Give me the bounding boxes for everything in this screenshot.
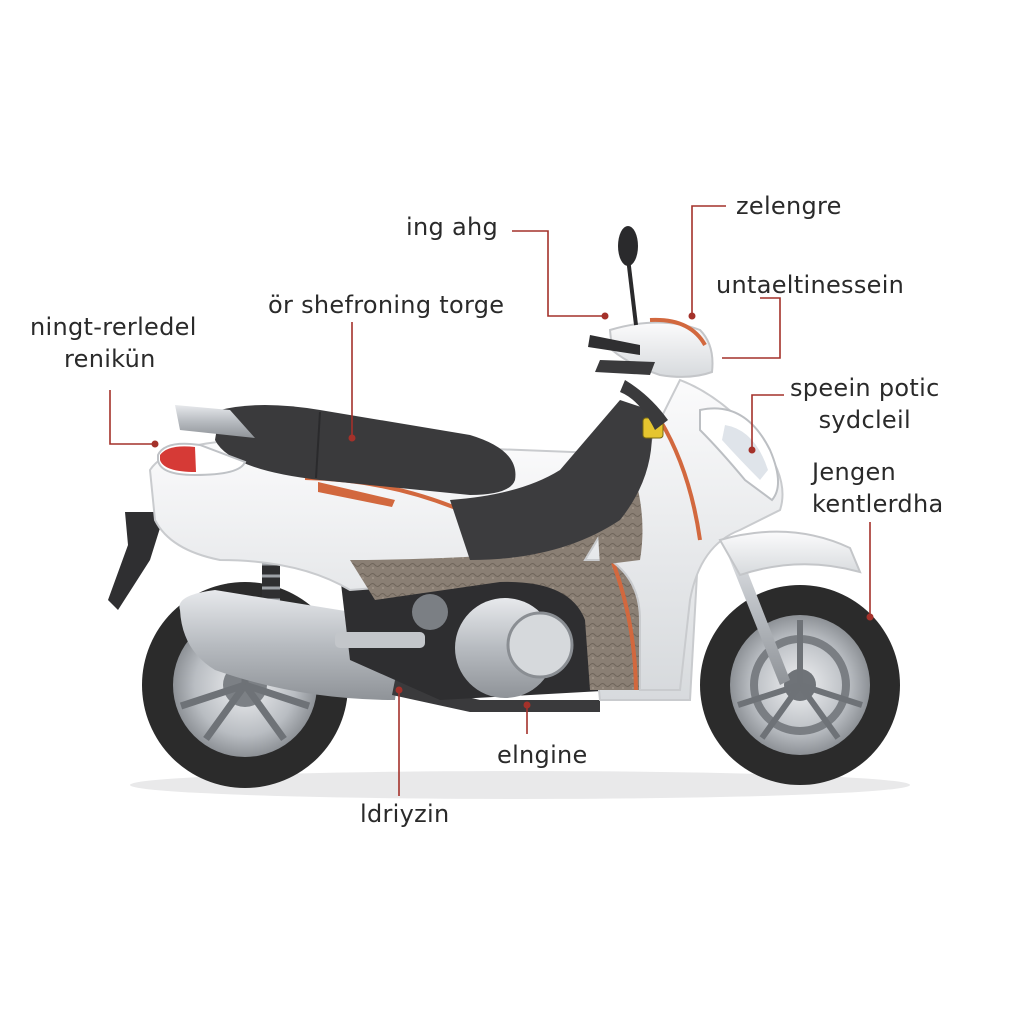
label-windscreen: untaeltinessein <box>716 271 905 299</box>
label-headlight-line1: speein potic <box>790 374 940 402</box>
headlight-lens <box>722 425 768 480</box>
rear-mudguard <box>108 512 165 610</box>
label-headlight: speein potic sydcleil <box>790 372 940 436</box>
label-headlight-line2: sydcleil <box>818 406 911 434</box>
brake-lever <box>595 360 655 375</box>
mirror-stem <box>626 257 638 326</box>
label-engine: elngine <box>497 741 588 769</box>
ground-shadow <box>130 771 910 799</box>
handlebar-grip <box>588 335 640 355</box>
label-exhaust: ldriyzin <box>360 800 450 828</box>
front-fork <box>725 540 790 685</box>
label-seat: ör shefroning torge <box>268 291 505 319</box>
accent-stripe <box>658 418 702 541</box>
textured-floor-panel <box>350 512 660 690</box>
leader-lines <box>109 205 874 796</box>
grab-rail <box>175 405 255 438</box>
front-mudguard <box>718 530 862 577</box>
mirror-head <box>618 226 638 266</box>
exhaust-muffler <box>179 590 400 700</box>
label-front-wheel-line1: Jengen <box>812 458 897 486</box>
inner-frame <box>450 400 652 560</box>
label-mirror: ing ahg <box>406 213 498 241</box>
label-rear-light: ningt-rerledel renikün <box>30 311 197 375</box>
front-wheel <box>700 585 900 785</box>
seat <box>215 405 516 495</box>
engine-block <box>335 560 620 700</box>
body-decal <box>318 482 395 507</box>
exhaust-pipe <box>392 680 600 712</box>
label-front-wheel: Jengen kentlerdha <box>812 456 943 520</box>
steering-column <box>620 380 668 430</box>
label-rear-light-line2: renikün <box>64 345 156 373</box>
label-rear-light-line1: ningt-rerledel <box>30 313 197 341</box>
accent-stripe <box>610 559 638 691</box>
label-headset: zelengre <box>736 192 842 220</box>
label-front-wheel-line2: kentlerdha <box>812 490 944 518</box>
